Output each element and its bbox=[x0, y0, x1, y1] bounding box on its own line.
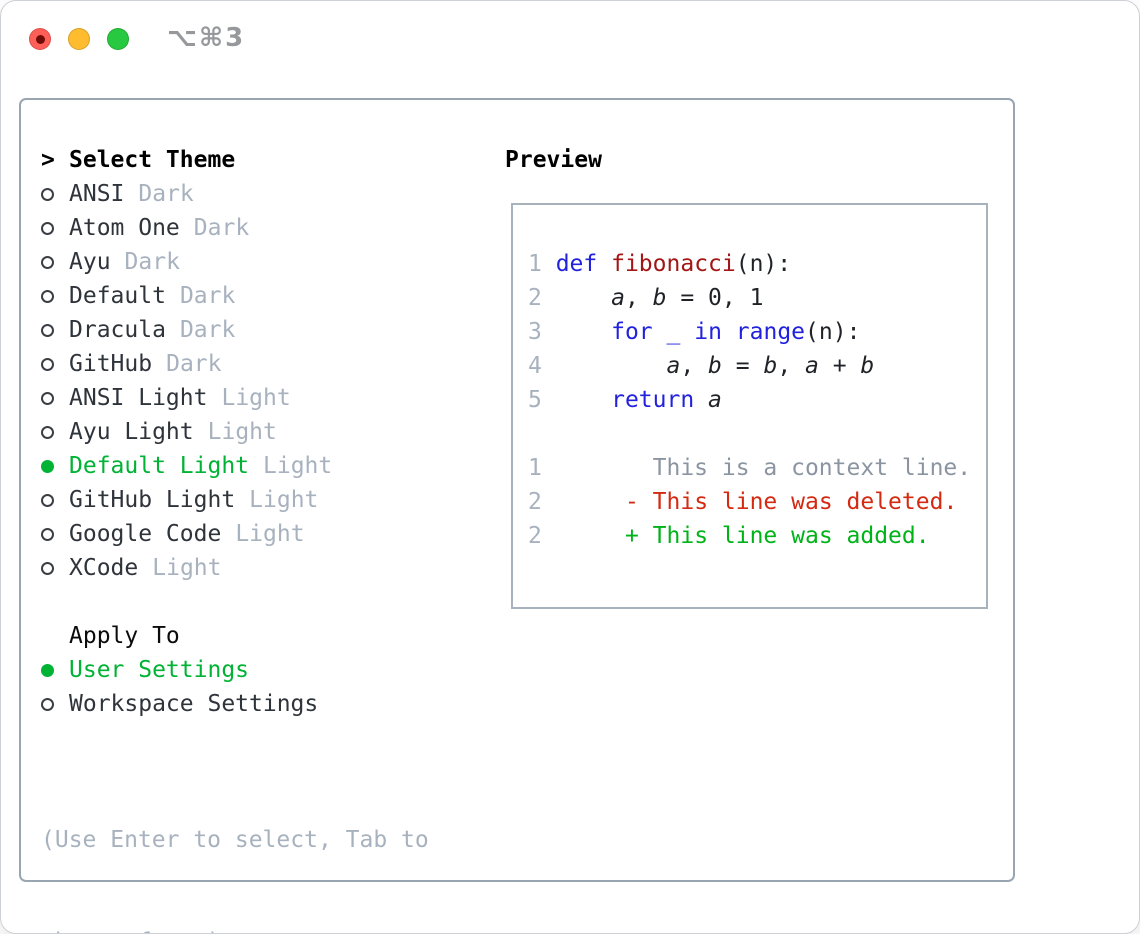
theme-option-label: XCode bbox=[69, 555, 139, 581]
theme-option-label: ANSI Light bbox=[69, 385, 208, 411]
apply-option-label: Workspace Settings bbox=[69, 691, 319, 717]
radio-icon bbox=[41, 493, 69, 507]
theme-variant-tag: Dark bbox=[124, 249, 180, 275]
keyboard-hint: (Use Enter to select, Tab to change focu… bbox=[41, 755, 429, 933]
theme-variant-tag: Dark bbox=[138, 181, 194, 207]
theme-variant-tag: Dark bbox=[193, 215, 250, 241]
theme-option[interactable]: GitHub Dark bbox=[41, 347, 332, 381]
theme-option-label: Ayu Light bbox=[69, 419, 194, 445]
code-line: 2 + This line was added. bbox=[528, 523, 930, 549]
theme-variant-tag: Light bbox=[152, 555, 222, 581]
theme-option[interactable]: Google Code Light bbox=[41, 517, 332, 551]
line-number: 2 bbox=[528, 523, 556, 549]
titlebar: ⌥⌘3 bbox=[1, 1, 1139, 77]
radio-icon bbox=[41, 391, 69, 405]
hint-line-1: (Use Enter to select, Tab to bbox=[41, 827, 429, 853]
line-number: 2 bbox=[528, 489, 556, 515]
theme-variant-tag: Light bbox=[263, 453, 333, 479]
line-number: 4 bbox=[528, 353, 556, 379]
radio-icon bbox=[41, 323, 69, 337]
window-shortcut: ⌥⌘3 bbox=[167, 23, 246, 53]
theme-option[interactable]: Default Light Light bbox=[41, 449, 332, 483]
code-line: 2 a, b = 0, 1 bbox=[528, 285, 764, 311]
preview-title: Preview bbox=[505, 147, 602, 173]
theme-option[interactable]: ANSI Light Light bbox=[41, 381, 332, 415]
theme-option[interactable]: Dracula Dark bbox=[41, 313, 332, 347]
theme-option[interactable]: Atom One Dark bbox=[41, 211, 332, 245]
radio-icon bbox=[41, 425, 69, 439]
apply-option[interactable]: User Settings bbox=[41, 653, 318, 687]
theme-variant-tag: Light bbox=[221, 385, 291, 411]
code-line: 5 return a bbox=[528, 387, 722, 413]
code-line: 1 def fibonacci(n): bbox=[528, 251, 792, 277]
zoom-icon[interactable] bbox=[107, 28, 129, 50]
theme-option[interactable]: GitHub Light Light bbox=[41, 483, 332, 517]
hint-line-2: change focus) bbox=[41, 925, 429, 933]
radio-icon bbox=[41, 527, 69, 541]
theme-list-header: > Select Theme bbox=[41, 143, 332, 177]
theme-option-label: Default Light bbox=[69, 453, 250, 479]
select-theme-title: Select Theme bbox=[69, 147, 236, 173]
radio-icon bbox=[41, 187, 69, 201]
radio-selected-icon bbox=[41, 459, 69, 473]
radio-icon bbox=[41, 221, 69, 235]
code-line bbox=[528, 417, 971, 451]
line-number: 3 bbox=[528, 319, 556, 345]
radio-icon bbox=[41, 255, 69, 269]
radio-icon bbox=[41, 697, 69, 711]
radio-icon bbox=[41, 561, 69, 575]
apply-option[interactable]: Workspace Settings bbox=[41, 687, 318, 721]
radio-icon bbox=[41, 289, 69, 303]
theme-option-label: Default bbox=[69, 283, 166, 309]
theme-option[interactable]: XCode Light bbox=[41, 551, 332, 585]
code-preview: 1 def fibonacci(n): 2 a, b = 0, 1 3 for _ … bbox=[528, 247, 971, 553]
theme-option[interactable]: Ayu Dark bbox=[41, 245, 332, 279]
radio-selected-icon bbox=[41, 663, 69, 677]
theme-option[interactable]: Default Dark bbox=[41, 279, 332, 313]
theme-option-label: GitHub Light bbox=[69, 487, 236, 513]
theme-option-label: Ayu bbox=[69, 249, 111, 275]
radio-icon bbox=[41, 357, 69, 371]
minimize-icon[interactable] bbox=[68, 28, 90, 50]
theme-variant-tag: Light bbox=[207, 419, 277, 445]
theme-option-label: GitHub bbox=[69, 351, 153, 377]
theme-variant-tag: Light bbox=[249, 487, 319, 513]
close-dot-icon bbox=[35, 34, 45, 44]
apply-to-header: Apply To bbox=[41, 619, 318, 653]
theme-variant-tag: Dark bbox=[179, 317, 236, 343]
close-icon[interactable] bbox=[29, 28, 51, 50]
apply-to-title: Apply To bbox=[69, 623, 180, 649]
theme-option-label: Google Code bbox=[69, 521, 222, 547]
apply-option-label: User Settings bbox=[69, 657, 250, 683]
theme-option[interactable]: ANSI Dark bbox=[41, 177, 332, 211]
theme-option[interactable]: Ayu Light Light bbox=[41, 415, 332, 449]
code-line: 4 a, b = b, a + b bbox=[528, 353, 875, 379]
code-line: 3 for _ in range(n): bbox=[528, 319, 861, 345]
code-line: 2 - This line was deleted. bbox=[528, 489, 958, 515]
line-number: 1 bbox=[528, 455, 556, 481]
theme-variant-tag: Light bbox=[235, 521, 305, 547]
code-line: 1 This is a context line. bbox=[528, 455, 972, 481]
line-number: 1 bbox=[528, 251, 556, 277]
line-number: 2 bbox=[528, 285, 556, 311]
line-number: 5 bbox=[528, 387, 556, 413]
theme-variant-tag: Dark bbox=[179, 283, 236, 309]
theme-variant-tag: Dark bbox=[166, 351, 222, 377]
theme-option-label: Dracula bbox=[69, 317, 166, 343]
cursor-icon: > bbox=[41, 147, 55, 173]
theme-option-label: ANSI bbox=[69, 181, 125, 207]
preview-box: 1 def fibonacci(n): 2 a, b = 0, 1 3 for _ … bbox=[511, 203, 988, 609]
theme-option-label: Atom One bbox=[69, 215, 180, 241]
